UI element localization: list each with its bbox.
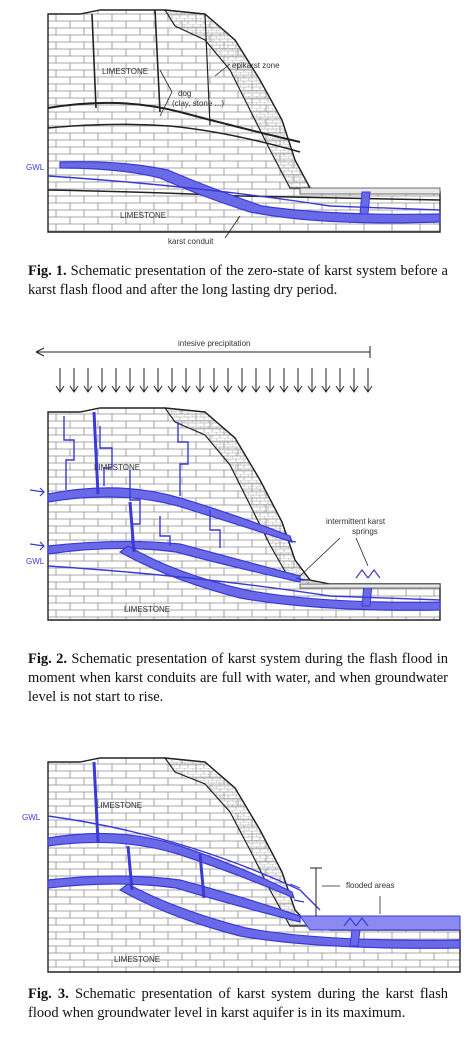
figure-2-caption: Fig. 2. Schematic presentation of karst … (28, 650, 448, 707)
label-springs-line1: intermittent karst (326, 517, 386, 526)
spring-outlet (349, 929, 361, 947)
figure-3-caption: Fig. 3. Schematic presentation of karst … (28, 985, 448, 1023)
bedding-plane (47, 123, 301, 153)
caption-text: Schematic presentation of karst system d… (28, 651, 448, 705)
label-limestone-bottom: LIMESTONE (124, 605, 170, 614)
spring-flow-arrows (289, 883, 369, 927)
gwl-line (47, 175, 441, 211)
label-flooded-areas: flooded areas (346, 881, 394, 890)
label-dog-detail: (clay, stone ...) (172, 99, 224, 108)
label-dog: dog (178, 89, 191, 98)
spring-outlet (359, 191, 371, 215)
gwl-line (47, 815, 321, 911)
label-gwl: GWL (22, 813, 41, 822)
figure-2-diagram: intesive precipitation (26, 339, 441, 621)
fracture-water (128, 501, 136, 553)
karst-conduit-water (59, 161, 441, 224)
label-gwl: GWL (26, 163, 45, 172)
figure-3-diagram: flooded areas GWL LIMESTONE LIMESTONE (22, 757, 461, 973)
surface-soil (299, 583, 441, 589)
label-springs-line2: springs (352, 527, 378, 536)
label-limestone-top: LIMESTONE (96, 801, 142, 810)
fracture (91, 13, 97, 109)
figure-1-caption: Fig. 1. Schematic presentation of the ze… (28, 262, 448, 300)
caption-text: Schematic presentation of karst system d… (28, 986, 448, 1021)
label-limestone-bottom: LIMESTONE (114, 955, 160, 964)
caption-text: Schematic presentation of the zero-state… (28, 263, 448, 298)
caption-number: Fig. 3. (28, 986, 69, 1002)
label-gwl: GWL (26, 557, 45, 566)
label-limestone-bottom: LIMESTONE (120, 211, 166, 220)
label-limestone-top: LIMESTONE (94, 463, 140, 472)
rain-arrows (55, 368, 373, 393)
fracture-water (198, 853, 206, 899)
caption-number: Fig. 1. (28, 263, 67, 279)
label-limestone-top: LIMESTONE (102, 67, 148, 76)
caption-number: Fig. 2. (28, 651, 67, 667)
water-filled-fractures (63, 416, 221, 548)
fracture-water (92, 761, 100, 843)
label-epikarst: epikarst zone (232, 61, 280, 70)
label-karst-conduit: karst conduit (168, 237, 214, 246)
fracture (204, 13, 211, 126)
fracture-water (92, 411, 100, 495)
conduit-lower-water (118, 883, 461, 949)
figure-1-diagram: LIMESTONE epikarst zone dog (clay, stone… (26, 9, 441, 246)
bedding-plane (47, 101, 301, 143)
surface-soil (299, 187, 441, 195)
conduit-upper-water (47, 832, 295, 900)
flooded-area-water (299, 915, 461, 931)
label-precipitation: intesive precipitation (178, 339, 250, 348)
fracture (154, 9, 161, 113)
fracture-water (126, 845, 134, 891)
gwl-line (47, 565, 441, 601)
spring-flow-arrows (29, 487, 381, 581)
